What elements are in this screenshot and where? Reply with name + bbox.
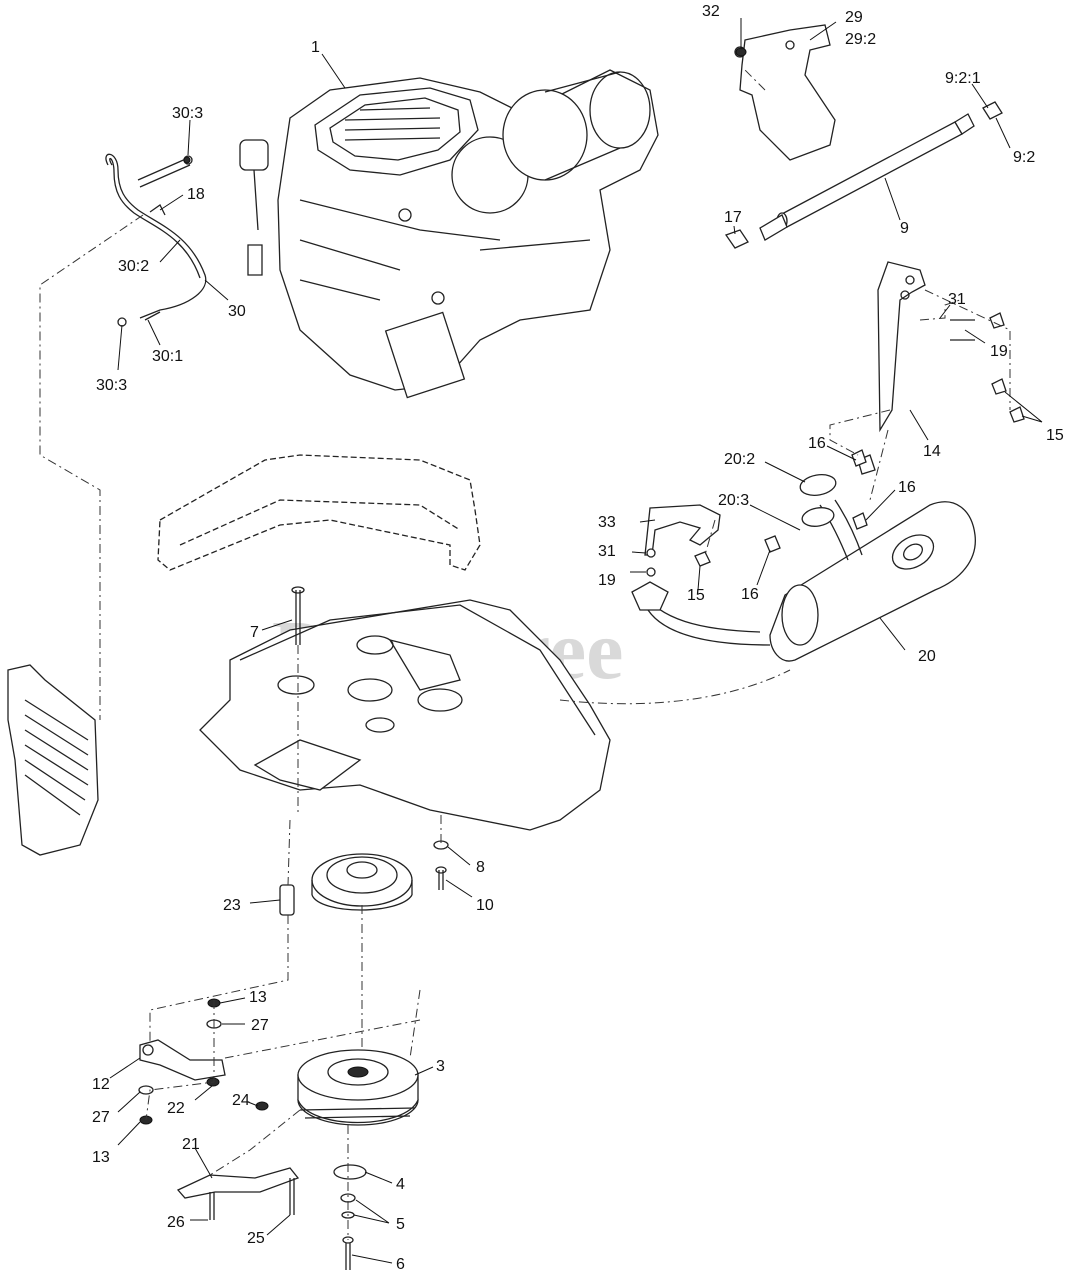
callout-31-top: 31: [948, 291, 966, 308]
callout-9-2-1: 9:2:1: [945, 70, 981, 87]
callout-10: 10: [476, 897, 494, 914]
engine-part-1: [239, 69, 659, 399]
callout-27-top: 27: [251, 1017, 269, 1034]
callout-27-bottom: 27: [92, 1109, 110, 1126]
callout-30-3-bottom: 30:3: [96, 377, 127, 394]
callout-24: 24: [232, 1092, 250, 1109]
callout-9: 9: [900, 220, 909, 237]
muffler-part-20: [631, 454, 976, 662]
callout-33: 33: [598, 514, 616, 531]
leader-lines: [109, 18, 1043, 1264]
callout-19-right: 19: [990, 343, 1008, 360]
bracket-part-33: [644, 504, 781, 567]
callout-31-left: 31: [598, 543, 616, 560]
callout-8: 8: [476, 859, 485, 876]
callout-20: 20: [918, 648, 936, 665]
callout-20-2: 20:2: [724, 451, 755, 468]
callout-5: 5: [396, 1216, 405, 1233]
callout-30: 30: [228, 303, 246, 320]
callout-30-1: 30:1: [152, 348, 183, 365]
shroud: [157, 454, 481, 571]
tube-part-9: [724, 101, 1003, 249]
heat-shield-part-29: [734, 24, 836, 161]
callout-13-bottom: 13: [92, 1149, 110, 1166]
callout-12: 12: [92, 1076, 110, 1093]
callout-15-left: 15: [687, 587, 705, 604]
callout-17: 17: [724, 209, 742, 226]
callout-32: 32: [702, 3, 720, 20]
callout-19-left: 19: [598, 572, 616, 589]
callout-9-2: 9:2: [1013, 149, 1035, 166]
callout-25: 25: [247, 1230, 265, 1247]
callout-30-2: 30:2: [118, 258, 149, 275]
assembly-lines: [39, 69, 1011, 1240]
bracket-part-14: [877, 261, 926, 433]
callout-16-right: 16: [898, 479, 916, 496]
clutch-part-3: [297, 1049, 419, 1126]
callout-23: 23: [223, 897, 241, 914]
side-shield: [7, 664, 99, 856]
callout-29: 29: [845, 9, 863, 26]
callout-20-3: 20:3: [718, 492, 749, 509]
callout-30-3-top: 30:3: [172, 105, 203, 122]
pulley: [311, 853, 413, 911]
callout-26: 26: [167, 1214, 185, 1231]
callout-21: 21: [182, 1136, 200, 1153]
callout-15-right: 15: [1046, 427, 1064, 444]
callout-1: 1: [311, 39, 320, 56]
callout-14: 14: [923, 443, 941, 460]
callout-labels: 1 3 4 5 6 7 8 9 9:2 9:2:1 10 12 13 13 14…: [92, 3, 1064, 1273]
callout-16-lower: 16: [741, 586, 759, 603]
wire-harness-part-30: [105, 153, 207, 327]
callout-7: 7: [250, 624, 259, 641]
callout-29-2: 29:2: [845, 31, 876, 48]
callout-18: 18: [187, 186, 205, 203]
callout-22: 22: [167, 1100, 185, 1117]
callout-13-top: 13: [249, 989, 267, 1006]
callout-16-upper: 16: [808, 435, 826, 452]
callout-4: 4: [396, 1176, 405, 1193]
callout-6: 6: [396, 1256, 405, 1273]
deck-plate: [199, 599, 611, 831]
callout-3: 3: [436, 1058, 445, 1075]
